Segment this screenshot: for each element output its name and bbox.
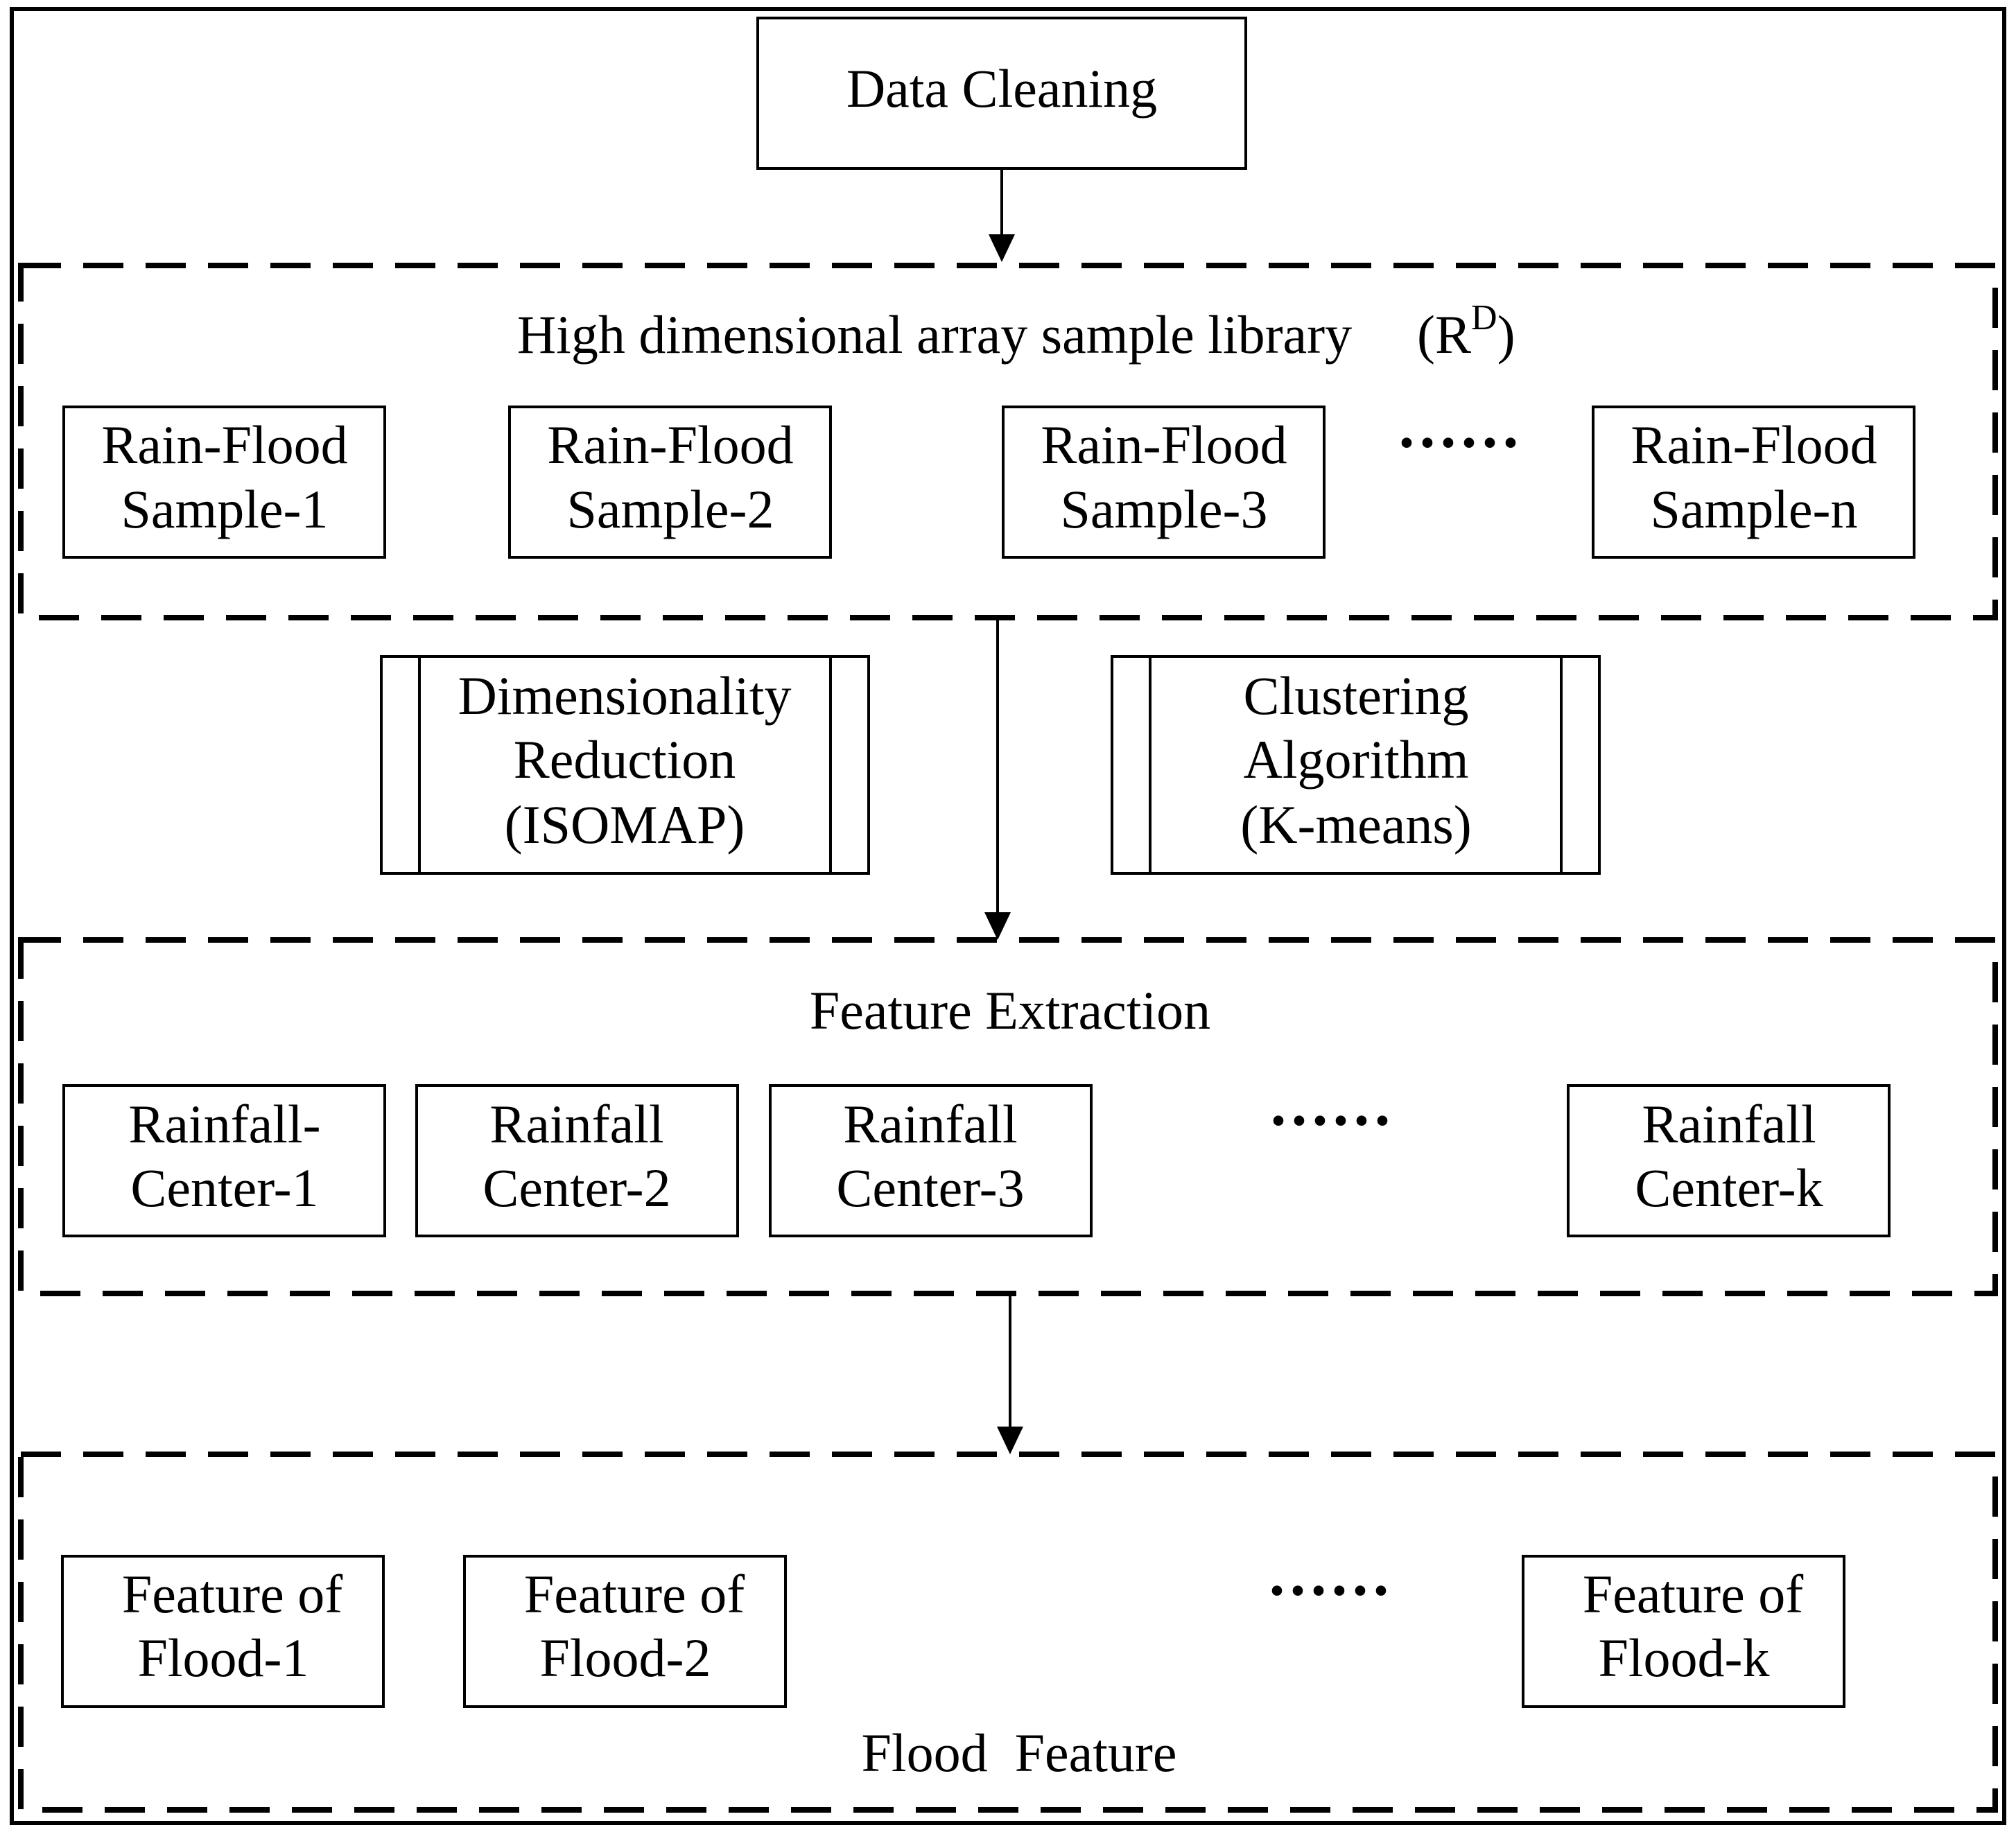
sample-line1: Rain-Flood [1631, 415, 1877, 475]
center-line1: Rainfall [489, 1094, 663, 1154]
feature-extraction-group: Feature Extraction Rainfall- Center-1 Ra… [18, 937, 1998, 1296]
sample-box: Rain-Flood Sample-n [1592, 406, 1915, 559]
sample-line1: Rain-Flood [101, 415, 347, 475]
dimensionality-reduction-node: Dimensionality Reduction (ISOMAP) [380, 655, 870, 875]
sample-line2: Sample-3 [1061, 479, 1268, 539]
flood-feature-ellipsis: ······ [1267, 1557, 1391, 1626]
center-line1: Rainfall [843, 1094, 1017, 1154]
sample-library-title: High dimensional array sample library [517, 304, 1352, 365]
center-box: Rainfall Center-k [1567, 1084, 1891, 1237]
method-line3: (ISOMAP) [505, 794, 745, 855]
center-line2: Center-2 [483, 1158, 670, 1218]
flood-feature-line1: Feature of [1583, 1564, 1803, 1624]
sample-box: Rain-Flood Sample-3 [1002, 406, 1326, 559]
sample-box: Rain-Flood Sample-2 [508, 406, 832, 559]
center-line1: Rainfall [1642, 1094, 1816, 1154]
center-box: Rainfall Center-3 [769, 1084, 1093, 1237]
center-line2: Center-k [1635, 1158, 1823, 1218]
flood-feature-title: Flood Feature [862, 1723, 1177, 1783]
flood-feature-group: Feature of Flood-1 Feature of Flood-2 ··… [18, 1452, 1998, 1813]
flood-feature-line2: Flood-1 [137, 1628, 309, 1688]
center-line1: Rainfall- [128, 1094, 320, 1154]
flood-feature-line2: Flood-2 [539, 1628, 711, 1688]
method-line3: (K-means) [1240, 794, 1472, 855]
arrow-library-to-extraction [984, 618, 1011, 940]
sample-line2: Sample-1 [121, 479, 329, 539]
sample-library-notation: (RD) [1417, 298, 1515, 365]
center-line2: Center-1 [130, 1158, 318, 1218]
sample-line2: Sample-n [1651, 479, 1858, 539]
method-line1: Clustering [1244, 665, 1469, 726]
sample-box: Rain-Flood Sample-1 [62, 406, 386, 559]
method-line1: Dimensionality [458, 665, 792, 726]
clustering-algorithm-node: Clustering Algorithm (K-means) [1111, 655, 1601, 875]
flood-feature-box: Feature of Flood-2 [463, 1555, 787, 1708]
flood-feature-box: Feature of Flood-k [1522, 1555, 1845, 1708]
flood-feature-box: Feature of Flood-1 [61, 1555, 385, 1708]
center-box: Rainfall Center-2 [415, 1084, 739, 1237]
center-line2: Center-3 [836, 1158, 1024, 1218]
arrow-extraction-to-flood [997, 1293, 1023, 1454]
data-cleaning-node: Data Cleaning [756, 17, 1247, 170]
method-line2: Algorithm [1244, 729, 1469, 790]
sample-line1: Rain-Flood [1041, 415, 1287, 475]
sample-line1: Rain-Flood [547, 415, 793, 475]
data-cleaning-label: Data Cleaning [846, 58, 1157, 119]
flood-feature-line1: Feature of [122, 1564, 342, 1624]
outer-frame [10, 7, 2006, 1825]
center-box: Rainfall- Center-1 [62, 1084, 386, 1237]
center-ellipsis: ······ [1268, 1087, 1393, 1156]
sample-ellipsis: ······ [1396, 409, 1521, 478]
flood-feature-line2: Flood-k [1598, 1628, 1769, 1688]
sample-line2: Sample-2 [567, 479, 774, 539]
feature-extraction-title: Feature Extraction [810, 980, 1210, 1040]
method-line2: Reduction [514, 729, 736, 790]
sample-library-group: High dimensional array sample library (R… [18, 263, 1998, 620]
arrow-cleaning-to-library [989, 168, 1015, 262]
flood-feature-line1: Feature of [524, 1564, 745, 1624]
